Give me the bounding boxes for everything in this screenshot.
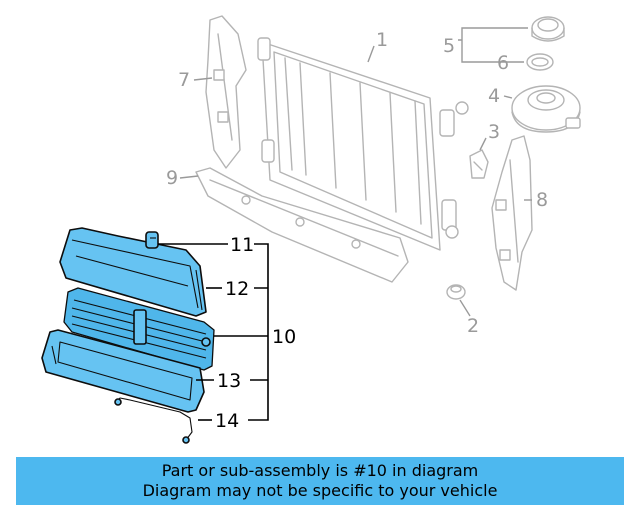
cable-part-14	[114, 397, 193, 444]
callout-4: 4	[488, 85, 500, 107]
cap-part-5	[531, 16, 565, 42]
banner-line-2: Diagram may not be specific to your vehi…	[142, 481, 498, 500]
callout-3: 3	[488, 121, 500, 143]
callout-14: 14	[215, 410, 239, 432]
callout-1: 1	[376, 29, 388, 51]
side-bracket-part-7	[205, 15, 247, 169]
lower-frame-part-13	[41, 329, 205, 413]
baffle-part-9	[195, 167, 409, 283]
callout-12: 12	[225, 278, 249, 300]
side-bracket-part-8	[491, 135, 533, 291]
reservoir-part-4	[511, 85, 581, 133]
callout-2: 2	[467, 315, 479, 337]
callout-5: 5	[443, 35, 455, 57]
callout-6: 6	[497, 52, 509, 74]
banner-line-1: Part or sub-assembly is #10 in diagram	[161, 461, 479, 480]
sensor-part-3	[469, 149, 489, 179]
grommet-part-2	[446, 284, 466, 300]
callout-7: 7	[178, 69, 190, 91]
upper-panel-part-12	[59, 227, 207, 317]
clip-part-11	[145, 231, 159, 249]
seal-ring-part-6	[526, 53, 554, 71]
callout-10: 10	[272, 326, 296, 348]
callout-8: 8	[536, 189, 548, 211]
callout-9: 9	[166, 167, 178, 189]
callout-11: 11	[230, 234, 254, 256]
shutter-assembly-part-10	[63, 287, 215, 371]
callout-13: 13	[217, 370, 241, 392]
radiator-part-1	[257, 37, 469, 251]
parts-diagram: 1 2 3 4 5 6 7 8 9 10 11 12 13 14	[41, 15, 581, 444]
info-banner: Part or sub-assembly is #10 in diagram D…	[16, 457, 624, 505]
